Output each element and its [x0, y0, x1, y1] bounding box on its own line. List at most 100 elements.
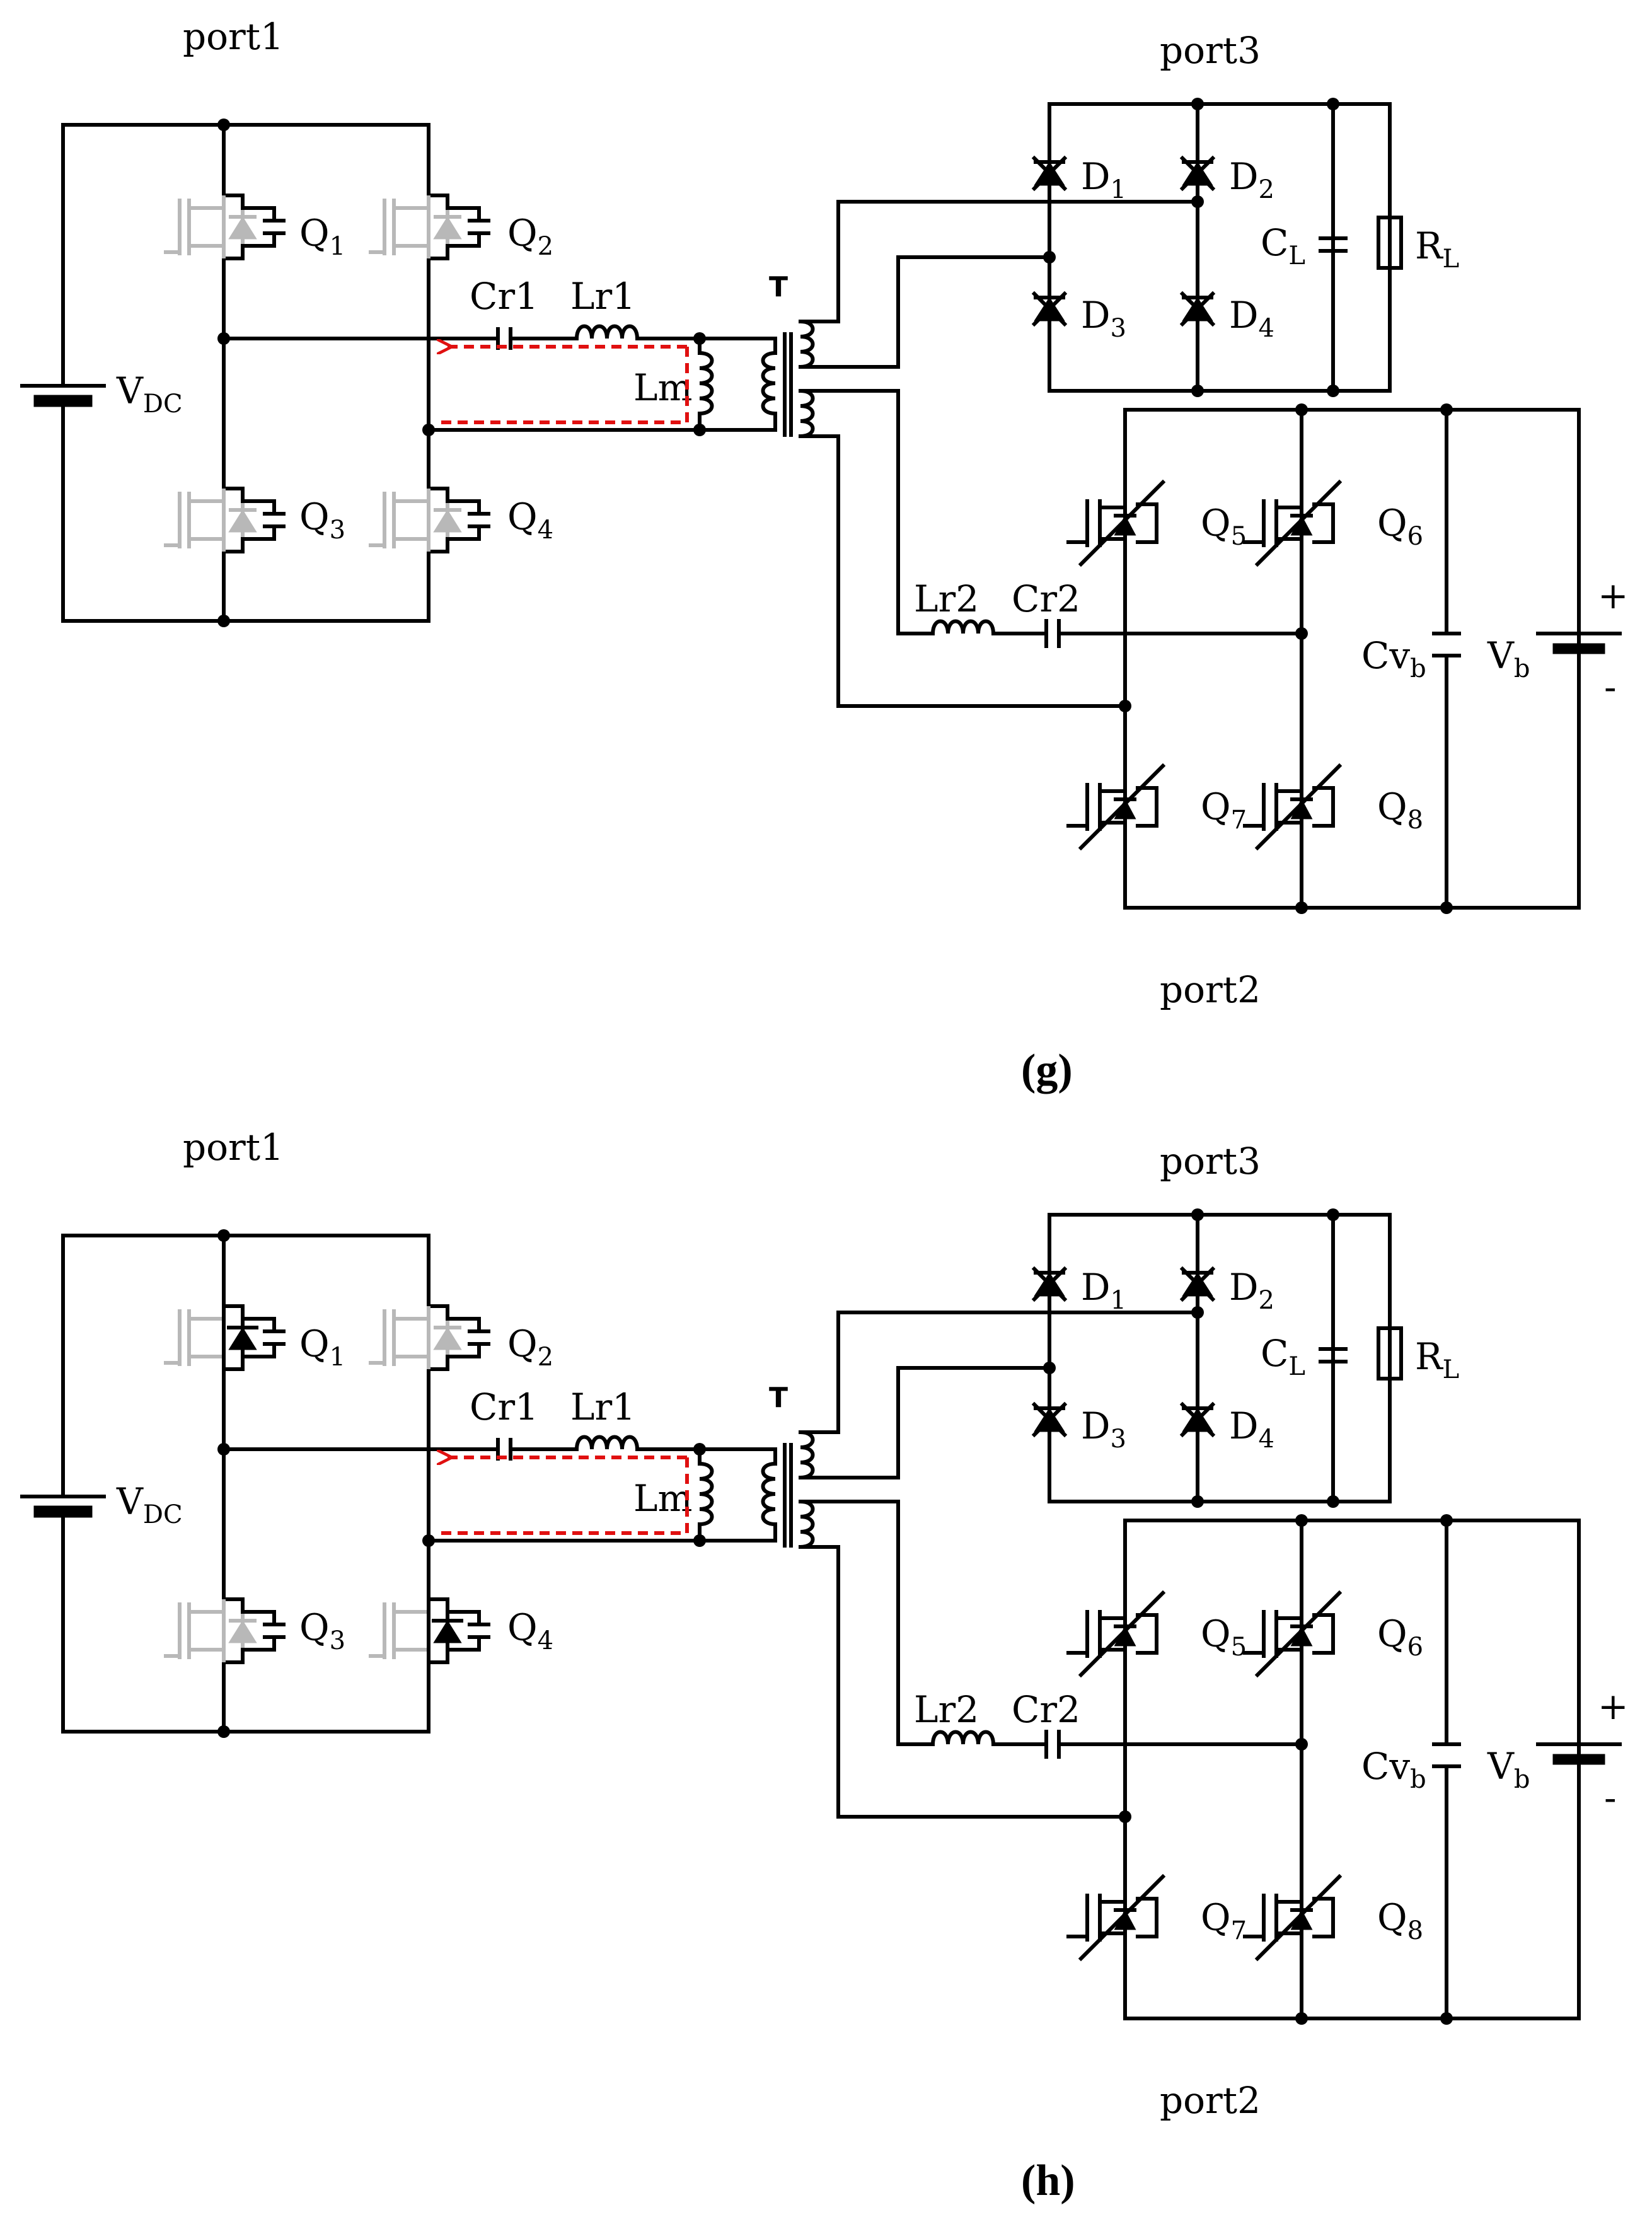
diode-d4: [1179, 291, 1216, 327]
d3-label: D3: [1081, 1404, 1126, 1454]
q5-label-subscript: 5: [1231, 522, 1247, 551]
lr2-inductor: [930, 1730, 996, 1747]
d3-label: D3: [1081, 294, 1126, 343]
lr1-inductor: [574, 324, 640, 341]
switch-q2: [369, 194, 490, 260]
junction-dot: [1327, 98, 1339, 110]
caption-paren-close: ): [1060, 2157, 1075, 2205]
caption-letter: g: [1036, 1046, 1058, 1094]
lead: [222, 194, 245, 210]
port2-label: port2: [1160, 2079, 1261, 2122]
current-path: [435, 1457, 689, 1535]
cr2-label: Cr2: [1012, 577, 1080, 620]
cr1-label: Cr1: [470, 1386, 538, 1428]
wire: [1123, 1519, 1581, 2020]
blocked-cross: [1179, 1401, 1216, 1438]
port1-label: port1: [183, 1126, 284, 1169]
junction-dot: [1440, 403, 1453, 416]
lr1-label: Lr1: [570, 1386, 635, 1428]
junction-dot: [217, 119, 230, 131]
q8-label: Q8: [1377, 1896, 1423, 1945]
diode-d1: [1031, 155, 1068, 192]
port3-label: port3: [1160, 1140, 1261, 1183]
q4-label-subscript: 4: [538, 516, 553, 545]
coil-turns: [798, 1499, 815, 1549]
switch-q1: [164, 1304, 286, 1371]
switch-q3: [164, 487, 286, 553]
vdc-label: VDC: [116, 369, 183, 419]
diode-d2: [1179, 1266, 1216, 1302]
q3-label: Q3: [299, 495, 345, 545]
port2-label: port2: [1160, 968, 1261, 1011]
blocked-cross: [1179, 291, 1216, 327]
q3-label-subscript: 3: [330, 1626, 345, 1655]
wire: [799, 1545, 1127, 1819]
blocked-cross: [1254, 1873, 1343, 1962]
port3-label: port3: [1160, 29, 1261, 72]
rl-label: RL: [1415, 1335, 1459, 1384]
q1-label-subscript: 1: [330, 1343, 345, 1372]
switch-q8: [1243, 1872, 1343, 1964]
junction-dot: [1043, 251, 1056, 263]
lr2-label: Lr2: [914, 1688, 979, 1731]
switch-q7: [1066, 1872, 1166, 1964]
vb-plus: +: [1598, 1685, 1629, 1728]
wire: [799, 200, 1199, 323]
diode-d2: [1179, 155, 1216, 192]
lead: [427, 537, 449, 553]
q8-label: Q8: [1377, 785, 1423, 835]
q8-label-subscript: 8: [1407, 806, 1423, 835]
body-diode-icon: [228, 509, 257, 533]
junction-dot: [1440, 2012, 1453, 2025]
blocked-cross: [1078, 1873, 1166, 1962]
lead: [222, 1304, 245, 1321]
lead: [427, 1304, 449, 1321]
blocked-cross: [1031, 291, 1068, 327]
junction-dot: [217, 1725, 230, 1738]
junction-dot: [1043, 1362, 1056, 1374]
coil-turns: [930, 619, 996, 636]
dc-rail-bottom: [61, 1537, 430, 1734]
cvb-label-subscript: b: [1410, 1765, 1426, 1794]
junction-dot: [1295, 2012, 1308, 2025]
vb-minus: -: [1604, 666, 1617, 709]
cl-label-subscript: L: [1288, 241, 1305, 270]
wire: [1048, 1213, 1392, 1503]
q2-label: Q2: [507, 212, 553, 261]
lead: [222, 1597, 245, 1614]
q4-label: Q4: [507, 495, 553, 545]
cvb-label: Cvb: [1361, 1745, 1426, 1794]
vdc-label: VDC: [116, 1480, 183, 1529]
blocked-cross: [1179, 155, 1216, 192]
lm-inductor: [697, 1461, 714, 1527]
diode-d4: [1179, 1401, 1216, 1438]
q7-label-subscript: 7: [1231, 1916, 1247, 1945]
junction-dot: [1327, 1495, 1339, 1508]
cl-label: CL: [1261, 1332, 1305, 1381]
junction-dot: [1295, 1514, 1308, 1527]
junction-dot: [217, 1229, 230, 1242]
switch-q6: [1243, 477, 1343, 569]
d3-label-subscript: 3: [1111, 1425, 1126, 1454]
junction-dot: [1295, 901, 1308, 914]
coil-turns: [930, 1730, 996, 1747]
body-diode-icon: [433, 216, 462, 240]
lm-label: Lm: [633, 366, 693, 409]
coil-turns: [761, 350, 778, 416]
diode-d3: [1031, 1401, 1068, 1438]
caption-paren-close: ): [1058, 1046, 1072, 1094]
lead: [427, 194, 449, 210]
lead: [222, 1648, 245, 1664]
d4-label-subscript: 4: [1259, 1425, 1274, 1454]
cr1-label: Cr1: [470, 275, 538, 318]
junction-dot: [1191, 1495, 1204, 1508]
q6-label: Q6: [1377, 502, 1423, 551]
switch-q5: [1066, 477, 1166, 569]
d2-label: D2: [1229, 1266, 1274, 1315]
switch-q3: [164, 1597, 286, 1664]
rl-label-subscript: L: [1443, 245, 1460, 274]
coil-turns: [798, 1430, 815, 1480]
blocked-cross: [1031, 155, 1068, 192]
coil-turns: [574, 324, 640, 341]
